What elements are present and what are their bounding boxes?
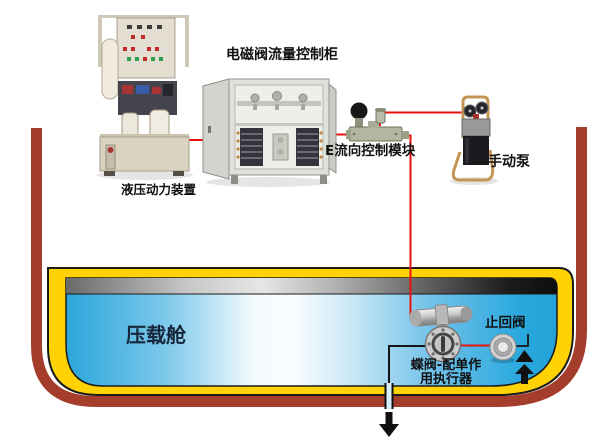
accumulator-cylinder <box>101 38 119 100</box>
module-label: E流向控制模块 <box>325 143 416 159</box>
down-arrow-icon <box>379 412 399 437</box>
discharge-pipe-gap <box>386 383 392 409</box>
up-arrow-icon <box>515 364 534 384</box>
ballast-tank-label: 压载舱 <box>126 323 186 347</box>
tank-top-steel-band <box>66 278 557 295</box>
butterfly-valve-label: 蝶阀-配单作 用执行器 <box>400 359 492 386</box>
butterfly-valve-label-line2: 用执行器 <box>419 371 472 387</box>
hpu-label: 液压动力装置 <box>121 182 197 197</box>
indicator-lights <box>123 25 167 61</box>
flow-triangle-icon <box>515 350 534 362</box>
cabinet-door-right <box>328 82 337 174</box>
line-module-to-pump <box>379 111 471 126</box>
butterfly-valve-label-line1: 蝶阀-配单作 <box>410 358 482 373</box>
module-knob <box>350 102 368 120</box>
hydraulic-power-unit <box>97 15 193 180</box>
discharge-pipe-line <box>388 345 427 384</box>
cabinet-door-left <box>202 78 230 180</box>
module-body <box>348 126 403 142</box>
check-valve-label: 止回阀 <box>485 315 526 331</box>
hand-pump <box>450 95 498 185</box>
ship-hull <box>31 127 587 407</box>
pump-body <box>461 118 491 137</box>
flow-control-module <box>346 102 409 142</box>
check-valve <box>489 333 517 363</box>
pump-handle-frame <box>461 95 490 138</box>
butterfly-valve-assembly <box>409 304 473 363</box>
cabinet-label: 电磁阀流量控制柜 <box>226 47 338 63</box>
check-valve-elbow-pipe <box>511 334 529 347</box>
single-acting-actuator <box>409 304 473 327</box>
pump-skid-frame <box>451 149 495 182</box>
pump-label: 手动泵 <box>488 154 530 170</box>
flange-bolts <box>427 328 459 360</box>
solenoid-valve-cabinet <box>202 78 337 187</box>
valve-disc <box>441 336 445 352</box>
